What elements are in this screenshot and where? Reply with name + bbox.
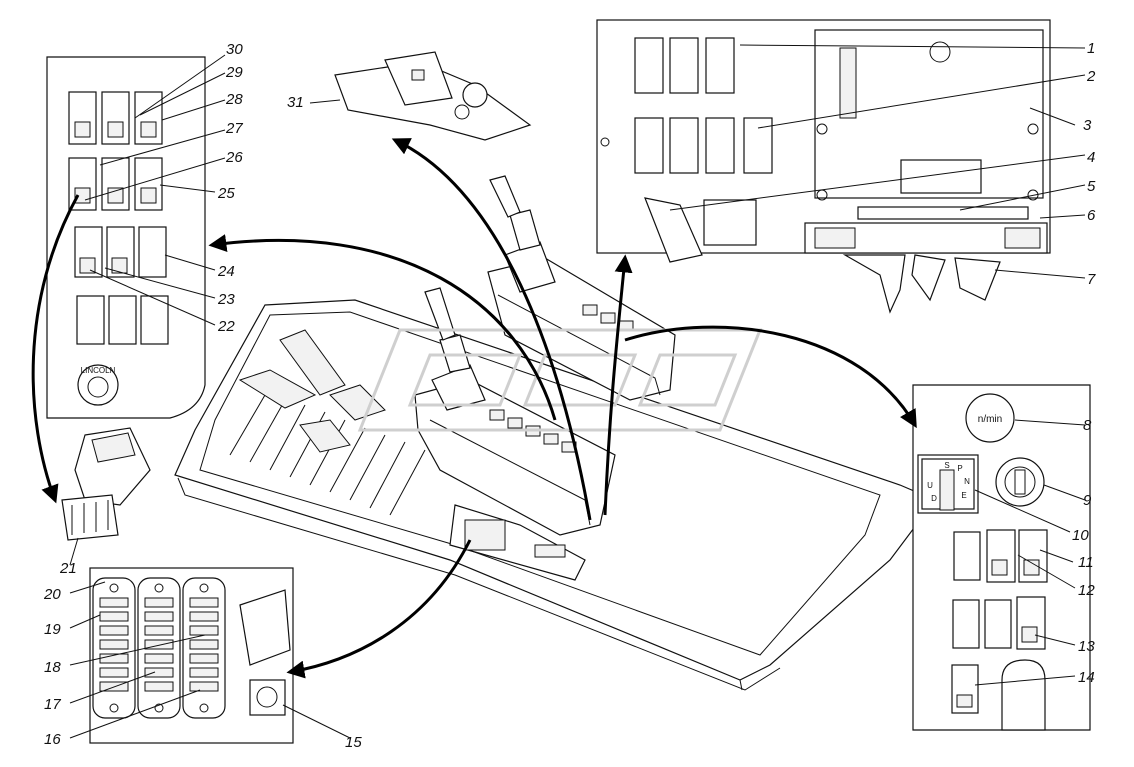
- callout-21: 21: [59, 560, 77, 577]
- callout-19: 19: [44, 621, 61, 638]
- switch-label-n: N: [964, 477, 970, 486]
- callout-26: 26: [225, 149, 243, 166]
- diagnostic-connector: [239, 589, 291, 716]
- callout-25: 25: [217, 185, 235, 202]
- switch-row-3: [74, 226, 167, 278]
- callout-1: 1: [1087, 40, 1095, 57]
- callout-15: 15: [345, 734, 362, 751]
- joystick-bracket-detail: [334, 51, 532, 141]
- cab-floor-assembly: [174, 175, 936, 691]
- callout-16: 16: [44, 731, 61, 748]
- watermark-emblem: [357, 328, 763, 432]
- callout-10: 10: [1072, 527, 1089, 544]
- callout-5: 5: [1087, 178, 1096, 195]
- left-switch-panel: LINCOLN: [46, 56, 206, 419]
- switch-label-p: P: [957, 464, 962, 473]
- callout-31: 31: [287, 94, 304, 111]
- connector-plugs: [842, 254, 1001, 314]
- ignition-key-switch: [995, 457, 1045, 507]
- gear-selector-switch: S P U N D E: [917, 454, 979, 514]
- callout-13: 13: [1078, 638, 1095, 655]
- rpm-gauge: n/min: [965, 393, 1015, 443]
- callout-29: 29: [225, 64, 243, 81]
- callout-7: 7: [1087, 271, 1096, 288]
- fuse-blocks: [92, 577, 226, 719]
- callout-numbers: 1 2 3 4 5 6 7 8 9 10 11 12 13 14 15 16 1…: [43, 40, 1096, 751]
- callout-23: 23: [217, 291, 235, 308]
- switch-row-1: [68, 91, 163, 145]
- right-control-panel: n/min S P U N D E: [912, 384, 1091, 731]
- controller-unit: [814, 29, 1044, 201]
- switch-label-d: D: [931, 494, 937, 503]
- relay-module: [644, 197, 757, 263]
- callout-18: 18: [44, 659, 61, 676]
- callout-arrows: [31, 138, 917, 679]
- switch-label-u: U: [927, 481, 933, 490]
- relay-board: [596, 19, 1051, 314]
- callout-11: 11: [1078, 554, 1094, 571]
- callout-24: 24: [217, 263, 235, 280]
- callout-14: 14: [1078, 669, 1095, 686]
- callout-9: 9: [1083, 492, 1092, 509]
- emblem-text: LINCOLN: [81, 366, 116, 375]
- callout-27: 27: [225, 120, 243, 137]
- fuse-box: [89, 567, 294, 744]
- callout-28: 28: [225, 91, 243, 108]
- side-fuse-panel: [449, 504, 586, 581]
- switch-row-2: [68, 157, 163, 211]
- callout-6: 6: [1087, 207, 1096, 224]
- callout-12: 12: [1078, 582, 1095, 599]
- callout-17: 17: [44, 696, 61, 713]
- callout-20: 20: [43, 586, 61, 603]
- callout-2: 2: [1086, 68, 1096, 85]
- panel-switches: [951, 529, 1048, 714]
- blank-plugs: [76, 295, 169, 345]
- callout-3: 3: [1083, 117, 1092, 134]
- lincoln-lube-button: LINCOLN: [77, 364, 119, 406]
- fuse-strip: [804, 206, 1048, 254]
- callout-4: 4: [1087, 149, 1095, 166]
- rpm-gauge-label: n/min: [978, 414, 1002, 425]
- callout-22: 22: [217, 318, 235, 335]
- switch-label-e: E: [961, 491, 966, 500]
- switch-label-s: S: [944, 461, 949, 470]
- callout-8: 8: [1083, 417, 1092, 434]
- leader-lines: [69, 44, 1086, 739]
- rocker-switch-detail: [61, 427, 151, 541]
- pedals: [238, 329, 386, 453]
- callout-30: 30: [226, 41, 243, 58]
- relays-top-row: [634, 37, 773, 174]
